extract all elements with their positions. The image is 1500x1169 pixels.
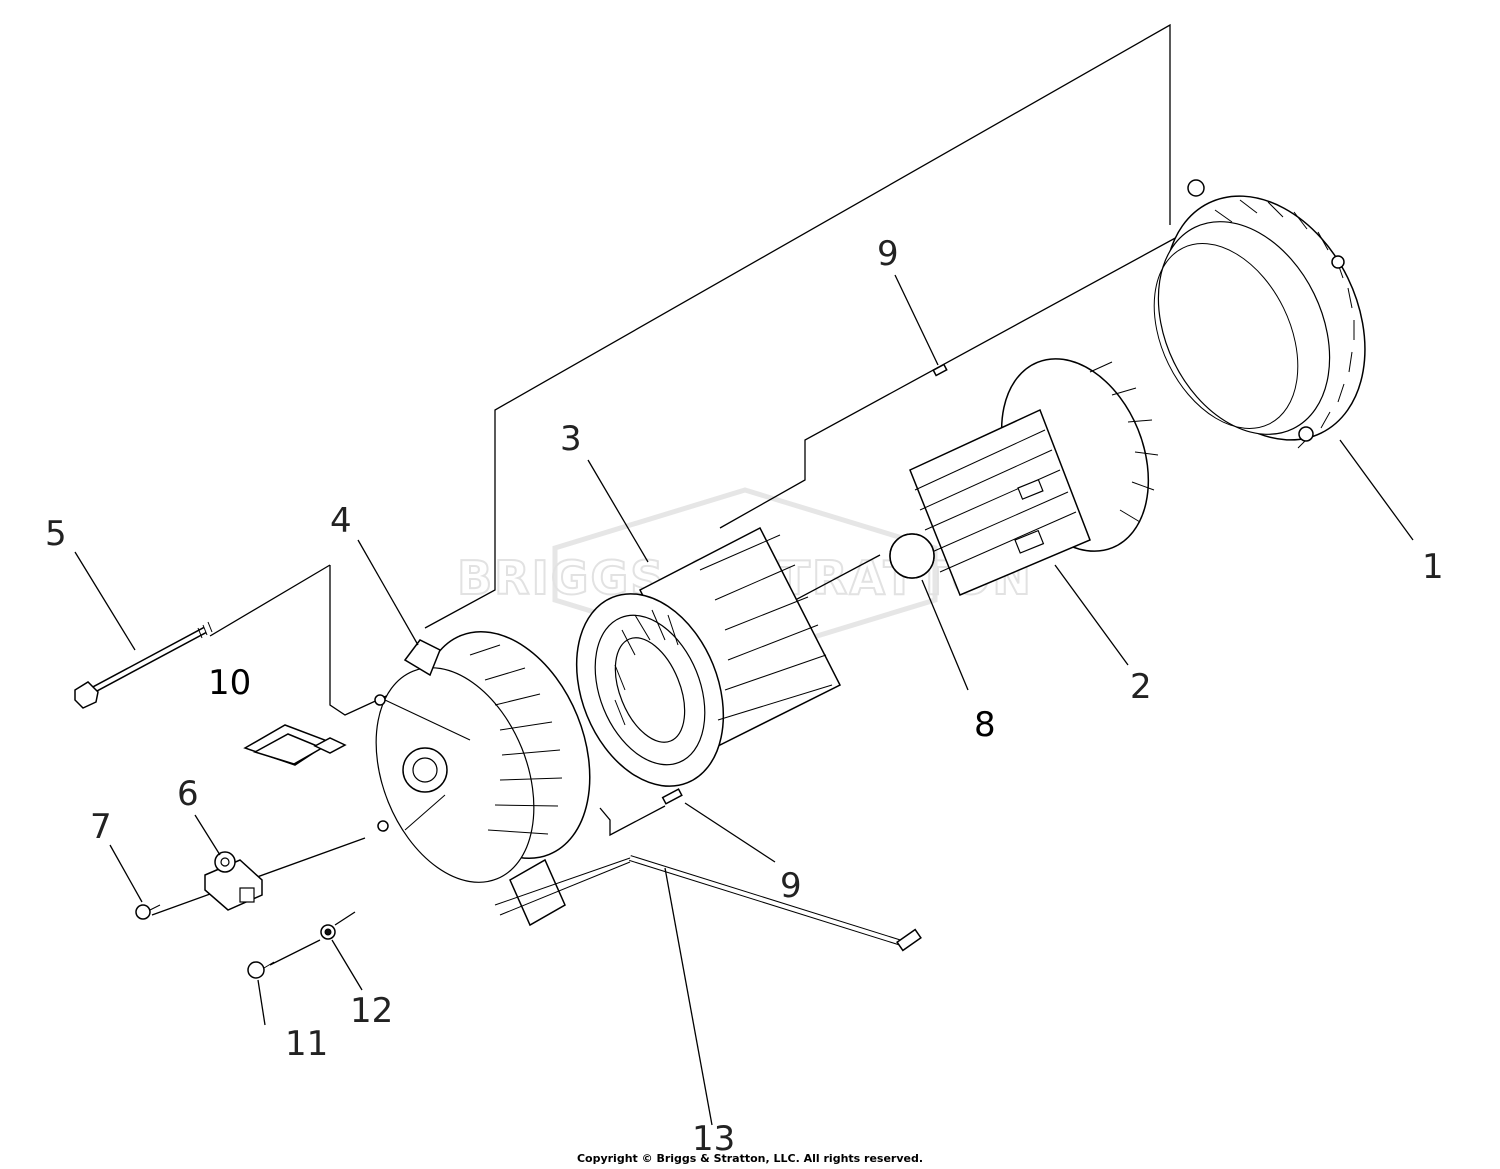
label-part-12: 12 [350, 991, 393, 1031]
label-part-6: 6 [177, 774, 199, 814]
label-part-11: 11 [285, 1024, 328, 1064]
label-part-9-lower: 9 [780, 866, 802, 906]
part-13-wire-harness [494, 855, 922, 952]
part-labels: 1 2 3 4 5 6 7 8 9 9 10 11 12 13 [45, 234, 1444, 1159]
part-4-front-housing [374, 631, 591, 927]
label-part-7: 7 [90, 807, 112, 847]
label-part-8: 8 [974, 705, 996, 745]
label-part-9-upper: 9 [877, 234, 899, 274]
part-2-rotor [889, 358, 1159, 596]
label-part-5: 5 [45, 514, 67, 554]
part-11-screw [247, 961, 275, 979]
copyright-notice: Copyright © Briggs & Stratton, LLC. All … [576, 1152, 924, 1165]
assembly-guide-lines [151, 23, 1191, 966]
label-part-13: 13 [692, 1119, 735, 1159]
label-part-3: 3 [560, 419, 582, 459]
part-5-through-bolt [74, 621, 213, 709]
label-part-4: 4 [330, 501, 352, 541]
part-9-dowel-pin-lower [661, 788, 683, 805]
label-part-1: 1 [1422, 547, 1444, 587]
label-part-10: 10 [208, 663, 251, 703]
part-3-stator [575, 526, 842, 787]
part-6-brush-holder [204, 851, 263, 911]
part-1-end-cover [1153, 179, 1366, 449]
part-8-bearing [889, 533, 935, 579]
label-part-2: 2 [1130, 667, 1152, 707]
part-7-screw [135, 904, 161, 920]
part-10-pad [243, 724, 347, 766]
part-12-lock-washer [320, 924, 336, 940]
label-leaders [74, 274, 1414, 1126]
part-9-dowel-pin-upper [932, 363, 948, 377]
